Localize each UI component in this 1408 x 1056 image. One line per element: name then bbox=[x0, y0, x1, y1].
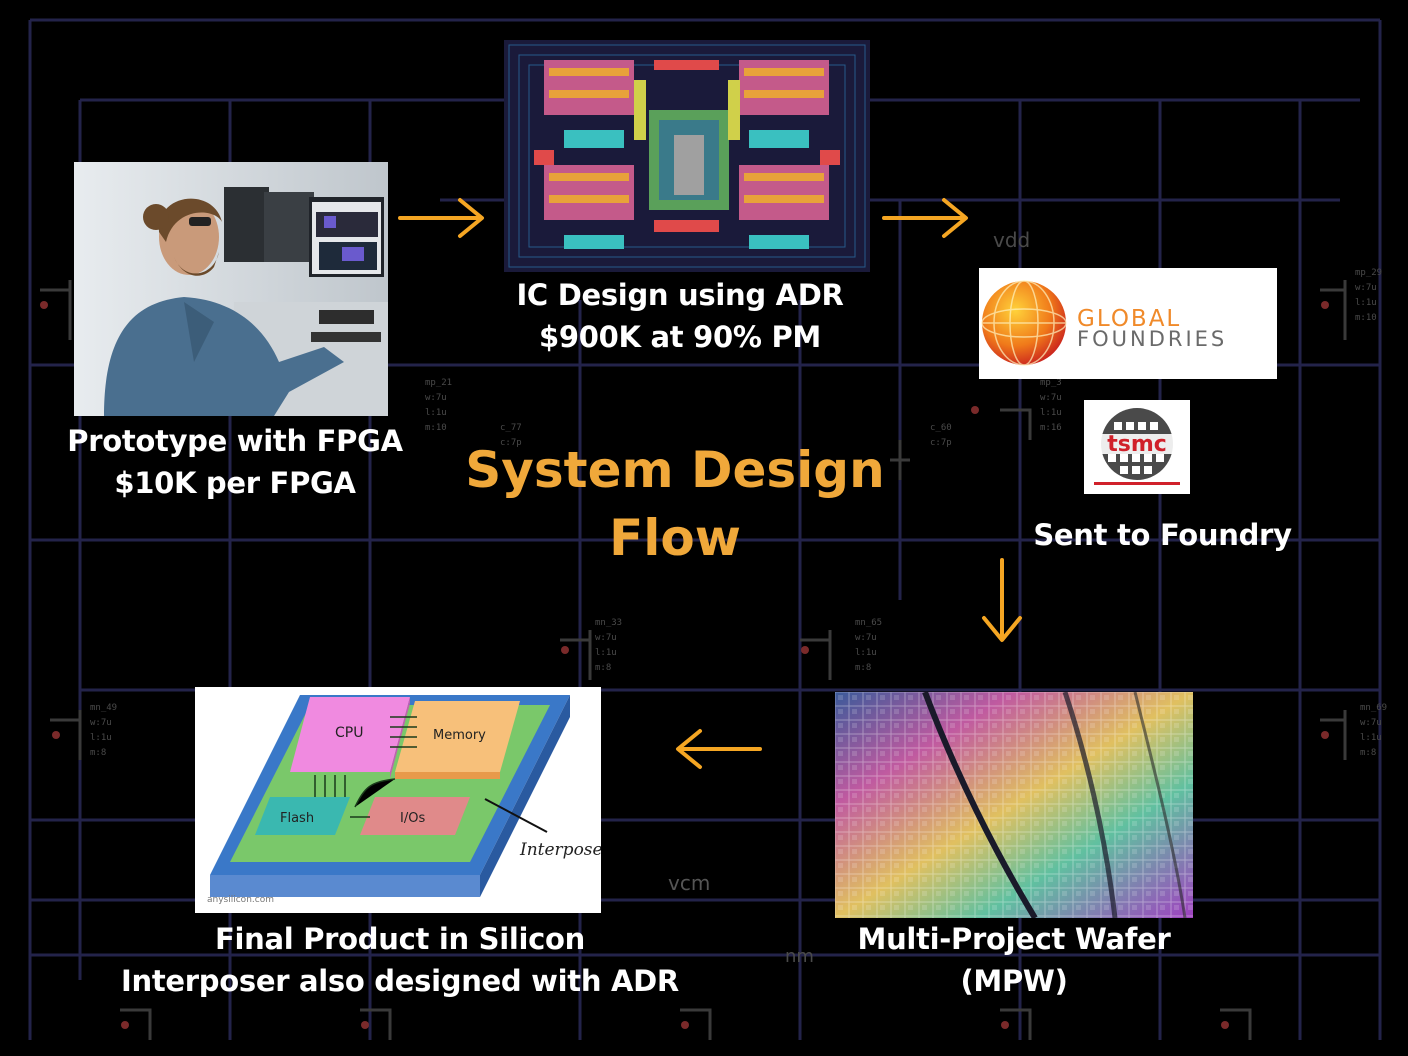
prototype-caption: Prototype with FPGA $10K per FPGA bbox=[40, 420, 430, 504]
nm-label: nm bbox=[785, 946, 814, 967]
prototype-line2: $10K per FPGA bbox=[114, 466, 356, 500]
svg-text:w:7u: w:7u bbox=[1355, 283, 1377, 293]
svg-text:mn_49: mn_49 bbox=[90, 703, 117, 713]
cpu-label: CPU bbox=[335, 725, 363, 741]
gf-line1: GLOBAL bbox=[1077, 306, 1181, 332]
arrow-right-2 bbox=[882, 198, 968, 238]
final-line2: Interposer also designed with ADR bbox=[121, 964, 679, 998]
svg-text:l:1u: l:1u bbox=[595, 648, 617, 658]
ic-layout-image bbox=[504, 40, 870, 272]
ic-design-caption: IC Design using ADR $900K at 90% PM bbox=[480, 274, 880, 358]
svg-text:m:8: m:8 bbox=[855, 663, 871, 673]
globalfoundries-logo: GLOBAL FOUNDRIES bbox=[979, 268, 1277, 379]
svg-text:l:1u: l:1u bbox=[1040, 408, 1062, 418]
svg-text:m:8: m:8 bbox=[595, 663, 611, 673]
svg-text:c:7p: c:7p bbox=[500, 438, 522, 448]
wafer-image bbox=[835, 692, 1193, 918]
vcm-label: vcm bbox=[668, 871, 710, 895]
svg-text:m:16: m:16 bbox=[1040, 423, 1062, 433]
svg-text:c:7p: c:7p bbox=[930, 438, 952, 448]
mpw-line1: Multi-Project Wafer bbox=[857, 922, 1171, 956]
interposer-label: Interposer bbox=[519, 840, 601, 860]
svg-text:l:1u: l:1u bbox=[1355, 298, 1377, 308]
svg-text:c_60: c_60 bbox=[930, 423, 952, 433]
watermark-label: anysilicon.com bbox=[207, 895, 274, 905]
svg-text:mn_65: mn_65 bbox=[855, 618, 882, 628]
svg-text:w:7u: w:7u bbox=[90, 718, 112, 728]
svg-text:w:7u: w:7u bbox=[425, 393, 447, 403]
title-line2: Flow bbox=[609, 509, 741, 567]
svg-text:w:7u: w:7u bbox=[595, 633, 617, 643]
arrow-left bbox=[676, 729, 762, 769]
prototype-line1: Prototype with FPGA bbox=[67, 424, 403, 458]
final-line1: Final Product in Silicon bbox=[215, 922, 585, 956]
foundry-caption: Sent to Foundry bbox=[1033, 518, 1292, 552]
arrow-down bbox=[982, 558, 1022, 642]
gf-line2: FOUNDRIES bbox=[1077, 327, 1227, 351]
svg-text:mp_29: mp_29 bbox=[1355, 268, 1382, 278]
ic-design-line1: IC Design using ADR bbox=[516, 278, 844, 312]
svg-text:w:7u: w:7u bbox=[1360, 718, 1382, 728]
vdd-label: vdd bbox=[993, 228, 1030, 252]
svg-text:mn_69: mn_69 bbox=[1360, 703, 1387, 713]
arrow-right-1 bbox=[398, 198, 484, 238]
svg-text:mn_33: mn_33 bbox=[595, 618, 622, 628]
svg-text:w:7u: w:7u bbox=[855, 633, 877, 643]
svg-text:c_77: c_77 bbox=[500, 423, 522, 433]
memory-label: Memory bbox=[433, 728, 486, 743]
svg-text:mp_3: mp_3 bbox=[1040, 378, 1062, 388]
prototype-photo bbox=[74, 162, 388, 416]
svg-text:m:10: m:10 bbox=[425, 423, 447, 433]
mpw-caption: Multi-Project Wafer (MPW) bbox=[830, 918, 1198, 1002]
final-caption: Final Product in Silicon Interposer also… bbox=[100, 918, 700, 1002]
svg-text:m:10: m:10 bbox=[1355, 313, 1377, 323]
svg-text:l:1u: l:1u bbox=[1360, 733, 1382, 743]
svg-text:m:8: m:8 bbox=[1360, 748, 1376, 758]
svg-text:mp_21: mp_21 bbox=[425, 378, 452, 388]
mpw-line2: (MPW) bbox=[960, 964, 1068, 998]
ic-design-line2: $900K at 90% PM bbox=[539, 320, 821, 354]
svg-text:l:1u: l:1u bbox=[425, 408, 447, 418]
tsmc-text: tsmc bbox=[1107, 432, 1167, 457]
svg-text:l:1u: l:1u bbox=[90, 733, 112, 743]
svg-text:w:7u: w:7u bbox=[1040, 393, 1062, 403]
flash-label: Flash bbox=[280, 811, 314, 826]
title-line1: System Design bbox=[465, 441, 885, 499]
tsmc-logo: tsmc bbox=[1084, 400, 1190, 494]
svg-text:m:8: m:8 bbox=[90, 748, 106, 758]
diagram-title: System Design Flow bbox=[440, 436, 910, 572]
ios-label: I/Os bbox=[400, 811, 425, 826]
final-product-diagram: CPU Memory Flash I/Os Interposer anysili… bbox=[195, 687, 601, 913]
svg-text:l:1u: l:1u bbox=[855, 648, 877, 658]
